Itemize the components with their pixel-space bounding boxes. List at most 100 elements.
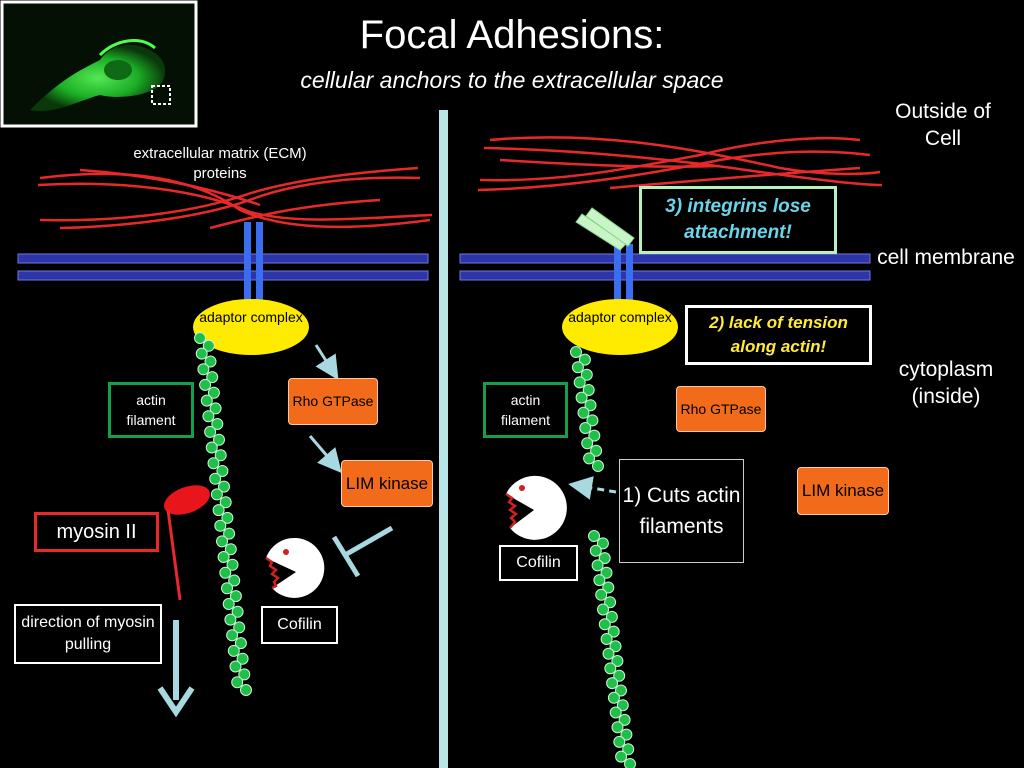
actin-bead [204, 425, 217, 438]
left-adaptor-label: adaptor complex [199, 309, 303, 325]
right-actin-label: actin filament [483, 382, 568, 438]
actin-bead [602, 647, 615, 660]
right-ecm-fibers [477, 136, 883, 192]
actin-bead [586, 414, 599, 427]
actin-bead [598, 618, 611, 631]
actin-bead [571, 361, 584, 374]
actin-bead [226, 558, 239, 571]
actin-bead [216, 465, 229, 477]
actin-bead [205, 441, 218, 454]
actin-bead [604, 662, 617, 675]
label-cell-membrane: cell membrane [877, 246, 1015, 269]
integrins-callout: 3) integrins lose attachment! [639, 186, 837, 254]
panel-divider [439, 110, 448, 768]
left-integrin [244, 222, 263, 302]
right-cofilin-label: Cofilin [499, 545, 578, 581]
actin-bead [624, 758, 636, 768]
actin-bead [224, 543, 237, 556]
actin-bead [233, 621, 246, 634]
actin-bead [613, 735, 626, 748]
actin-bead [606, 677, 619, 690]
actin-bead [590, 444, 603, 457]
actin-bead [214, 449, 227, 462]
actin-bead [600, 566, 613, 579]
actin-bead [609, 706, 622, 719]
dashed-arrow-to-cofilin [568, 476, 617, 500]
slide-subtitle: cellular anchors to the extracellular sp… [300, 67, 724, 93]
left-lim-kinase: LIM kinase [341, 460, 433, 507]
actin-bead [236, 652, 249, 665]
left-rho-gtpase: Rho GTPase [288, 378, 378, 425]
actin-bead [223, 527, 236, 540]
actin-bead [238, 668, 251, 681]
right-actin-fragment-bottom [588, 530, 636, 768]
actin-bead [589, 544, 602, 557]
myosin-label: myosin II [34, 512, 159, 552]
left-actin-label: actin filament [108, 382, 194, 438]
actin-bead [207, 457, 220, 470]
actin-bead [228, 574, 241, 587]
actin-bead [618, 713, 631, 726]
actin-bead [584, 399, 597, 412]
actin-bead [570, 346, 582, 358]
actin-bead [194, 332, 206, 344]
actin-bead [595, 588, 608, 601]
actin-bead [231, 605, 244, 618]
right-cofilin-pacman [505, 475, 567, 540]
myosin-direction-label: direction of myosin pulling [14, 604, 162, 664]
actin-bead [607, 625, 620, 638]
actin-bead [597, 603, 609, 616]
arrow-adaptor-to-rho [314, 344, 339, 381]
actin-bead [219, 566, 232, 579]
left-cofilin-pacman [265, 537, 325, 598]
right-adaptor-label: adaptor complex [568, 309, 672, 325]
actin-bead [622, 743, 635, 756]
slide-title: Focal Adhesions: [359, 13, 665, 57]
actin-bead [226, 629, 239, 642]
left-ecm-fibers [37, 166, 433, 230]
actin-bead [211, 418, 224, 430]
actin-bead [602, 581, 615, 594]
actin-bead [577, 406, 590, 419]
actin-bead [218, 480, 230, 493]
inhibition-symbol [331, 525, 394, 578]
arrow-rho-to-lim [308, 435, 342, 474]
actin-bead [616, 699, 629, 712]
actin-bead [582, 384, 595, 396]
right-lim-kinase: LIM kinase [797, 467, 889, 515]
actin-bead [592, 460, 604, 472]
actin-bead [598, 552, 611, 565]
actin-bead [209, 402, 222, 415]
actin-bead [200, 394, 213, 407]
actin-bead [615, 684, 627, 697]
lack-of-tension-callout: 2) lack of tension along actin! [685, 305, 872, 365]
actin-bead [199, 378, 212, 391]
actin-bead [197, 363, 210, 376]
actin-bead [611, 721, 624, 734]
actin-bead [607, 691, 620, 704]
left-actin-filament-beads [194, 332, 252, 696]
actin-bead [234, 637, 247, 650]
actin-bead [579, 422, 592, 434]
actin-bead [219, 496, 232, 509]
actin-bead [231, 676, 244, 689]
actin-bead [221, 582, 233, 595]
actin-bead [213, 433, 225, 446]
ecm-label: extracellular matrix (ECM) proteins [133, 145, 307, 182]
actin-bead [210, 488, 223, 501]
left-cofilin-label: Cofilin [261, 606, 338, 644]
myosin-tail [166, 509, 182, 601]
actin-bead [204, 355, 217, 368]
actin-bead [206, 371, 219, 384]
actin-bead [583, 452, 596, 465]
pulling-arrow-head [157, 686, 195, 718]
actin-bead [588, 429, 601, 442]
actin-bead [578, 353, 591, 366]
right-cell-membrane [459, 253, 871, 281]
actin-bead [593, 574, 606, 587]
actin-bead [615, 750, 628, 763]
actin-bead [609, 640, 622, 653]
right-rho-gtpase: Rho GTPase [676, 386, 766, 432]
actin-bead [202, 339, 215, 352]
myosin-head [164, 485, 210, 515]
